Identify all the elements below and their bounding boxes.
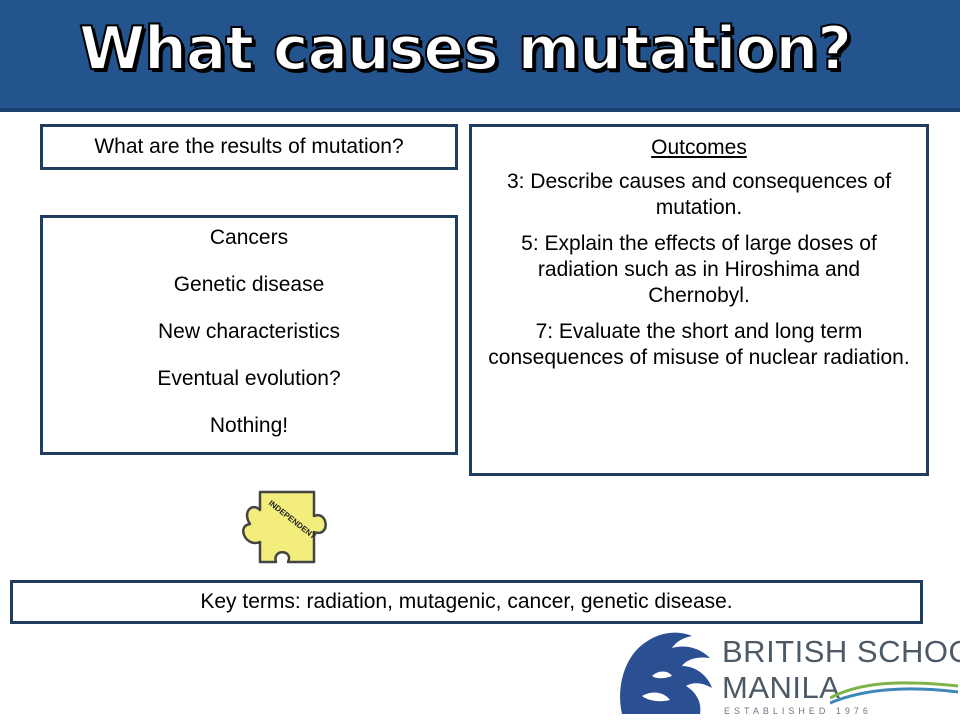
lion-head-icon — [620, 632, 712, 714]
result-item: Nothing! — [209, 414, 289, 437]
result-item: New characteristics — [157, 320, 341, 343]
outcome-item: 7: Evaluate the short and long term cons… — [488, 320, 910, 369]
wave-icon — [830, 681, 959, 705]
established-text: ESTABLISHED 1976 — [724, 706, 872, 716]
slide-title: What causes mutation? — [78, 13, 853, 85]
key-terms-text: Key terms: radiation, mutagenic, cancer,… — [200, 590, 733, 613]
key-terms-box: Key terms: radiation, mutagenic, cancer,… — [10, 580, 923, 624]
question-text: What are the results of mutation? — [94, 135, 404, 158]
outcomes-heading: Outcomes — [651, 136, 747, 159]
outcome-item: 3: Describe causes and consequences of m… — [506, 170, 892, 219]
school-name-line1: BRITISH SCHOOL — [722, 634, 960, 669]
result-item: Eventual evolution? — [157, 367, 341, 390]
school-logo: BRITISH SCHOOL MANILA ESTABLISHED 1976 — [612, 626, 960, 720]
puzzle-piece-icon: INDEPENDENT — [242, 490, 327, 564]
results-box: Cancers Genetic disease New characterist… — [40, 215, 458, 455]
question-box: What are the results of mutation? — [40, 124, 458, 170]
school-name-line2: MANILA — [722, 670, 841, 705]
result-item: Cancers — [209, 226, 289, 249]
result-item: Genetic disease — [173, 273, 325, 296]
title-bar: What causes mutation? — [0, 0, 960, 112]
outcomes-box: Outcomes 3: Describe causes and conseque… — [469, 124, 929, 476]
outcome-item: 5: Explain the effects of large doses of… — [521, 232, 877, 307]
